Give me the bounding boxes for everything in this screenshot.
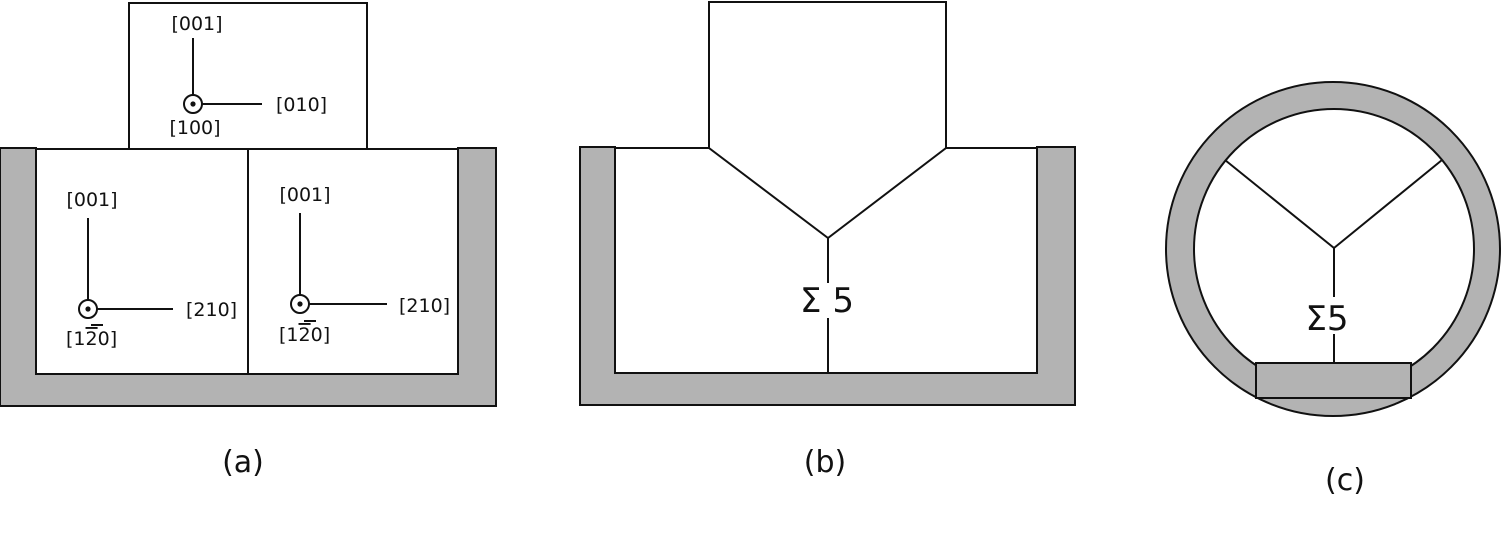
grain-boundary-right <box>1333 159 1443 249</box>
panel-caption-a: (a) <box>222 445 264 480</box>
seed-crystal-b <box>708 1 947 240</box>
grain-right-a <box>247 148 459 375</box>
axis-out-of-plane-icon <box>78 299 98 319</box>
axis-label-up: [001] <box>171 13 222 35</box>
sigma-label-c: Σ5 <box>1305 299 1348 339</box>
seed-axes: [001] [010] [100] <box>169 13 327 139</box>
panel-b: Σ 5 (b) <box>579 1 1076 480</box>
axis-out-of-plane-icon <box>290 294 310 314</box>
panel-a: [001] [010] [100] [001] [210] [120] [001… <box>0 2 497 480</box>
axis-dot <box>85 306 91 312</box>
grain-boundary-left <box>1224 159 1335 249</box>
panel-c: Σ5 (c) <box>1164 81 1502 498</box>
axis-dot <box>297 301 303 307</box>
axis-dot <box>190 101 196 107</box>
sigma-label-b: Σ 5 <box>800 281 854 321</box>
panel-caption-b: (b) <box>804 445 846 480</box>
axis-label-up: [001] <box>66 189 117 211</box>
seed-crystal-a <box>128 2 368 150</box>
axis-label-right: [210] <box>186 299 237 321</box>
axis-label-out: [100] <box>169 117 220 139</box>
axis-label-right: [010] <box>276 94 327 116</box>
axis-label-right: [210] <box>399 295 450 317</box>
axis-label-up: [001] <box>279 184 330 206</box>
panel-caption-c: (c) <box>1325 463 1365 498</box>
right-grain-axes: [001] [210] [120] <box>279 184 450 346</box>
base-plate-c <box>1255 362 1412 399</box>
axis-out-of-plane-icon <box>183 94 203 114</box>
left-grain-axes: [001] [210] [120] <box>66 189 237 350</box>
axis-label-out: [120] <box>279 324 330 346</box>
axis-label-out: [120] <box>66 328 117 350</box>
